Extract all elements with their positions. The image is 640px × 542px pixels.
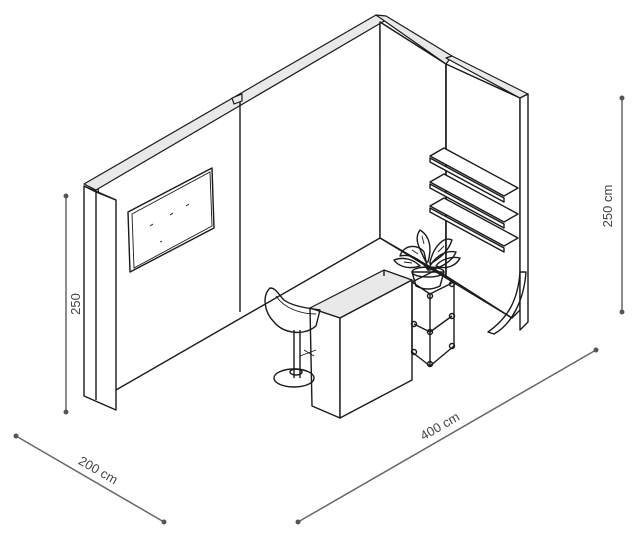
wall-shelves	[429, 147, 519, 253]
height-right-label: 250 cm	[600, 185, 615, 228]
dimension-depth: 200 cm	[13, 433, 167, 525]
left-end-panel	[83, 185, 117, 411]
counter	[309, 269, 413, 419]
dimension-right-height: 250 cm	[600, 95, 625, 315]
display-stand	[410, 269, 456, 368]
depth-label: 200 cm	[76, 453, 120, 487]
potted-plant	[393, 229, 461, 290]
width-label: 400 cm	[418, 409, 462, 443]
dimension-left-height: 250	[63, 193, 83, 415]
back-wall	[83, 14, 387, 391]
wall-screen	[127, 167, 215, 273]
wall-end-wedge	[487, 271, 527, 335]
height-left-label: 250	[68, 293, 83, 315]
side-wall	[375, 14, 529, 331]
bar-stool	[264, 287, 321, 388]
